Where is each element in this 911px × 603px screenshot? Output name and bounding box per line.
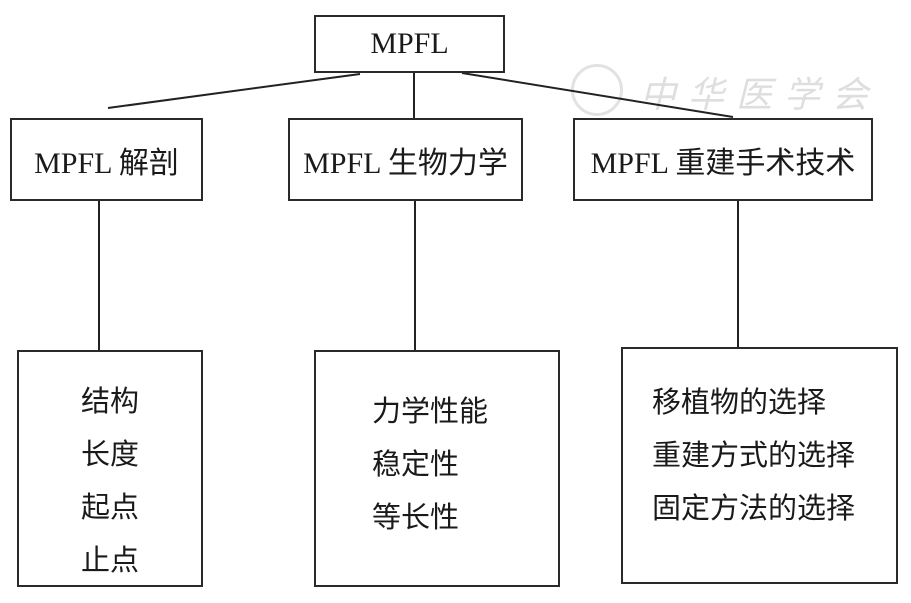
list-item: 稳定性: [372, 449, 460, 481]
root-node: MPFL: [314, 15, 505, 73]
root-label: MPFL: [370, 27, 449, 60]
leaf-list-reconstruction: 移植物的选择 重建方式的选择 固定方法的选择: [621, 347, 898, 584]
list-item: 长度: [81, 439, 140, 471]
list-item: 重建方式的选择: [652, 440, 856, 472]
list-item: 移植物的选择: [652, 387, 827, 419]
branch-node-anatomy: MPFL 解剖: [10, 118, 203, 201]
list-item: 起点: [81, 492, 140, 524]
branch-label: MPFL 重建手术技术: [590, 146, 856, 180]
branch-node-reconstruction: MPFL 重建手术技术: [573, 118, 873, 201]
leaf-list-anatomy: 结构 长度 起点 止点: [17, 350, 203, 587]
list-item: 等长性: [372, 502, 460, 534]
connector-root-left: [107, 73, 361, 109]
leaf-list-biomechanics: 力学性能 稳定性 等长性: [314, 350, 560, 587]
list-item: 力学性能: [372, 396, 489, 428]
branch-label: MPFL 解剖: [34, 146, 179, 180]
connector-root-right: [461, 72, 734, 118]
list-item: 止点: [81, 545, 140, 577]
list-item: 固定方法的选择: [652, 493, 856, 525]
branch-label: MPFL 生物力学: [303, 146, 508, 180]
branch-node-biomechanics: MPFL 生物力学: [288, 118, 523, 201]
list-item: 结构: [81, 386, 140, 418]
